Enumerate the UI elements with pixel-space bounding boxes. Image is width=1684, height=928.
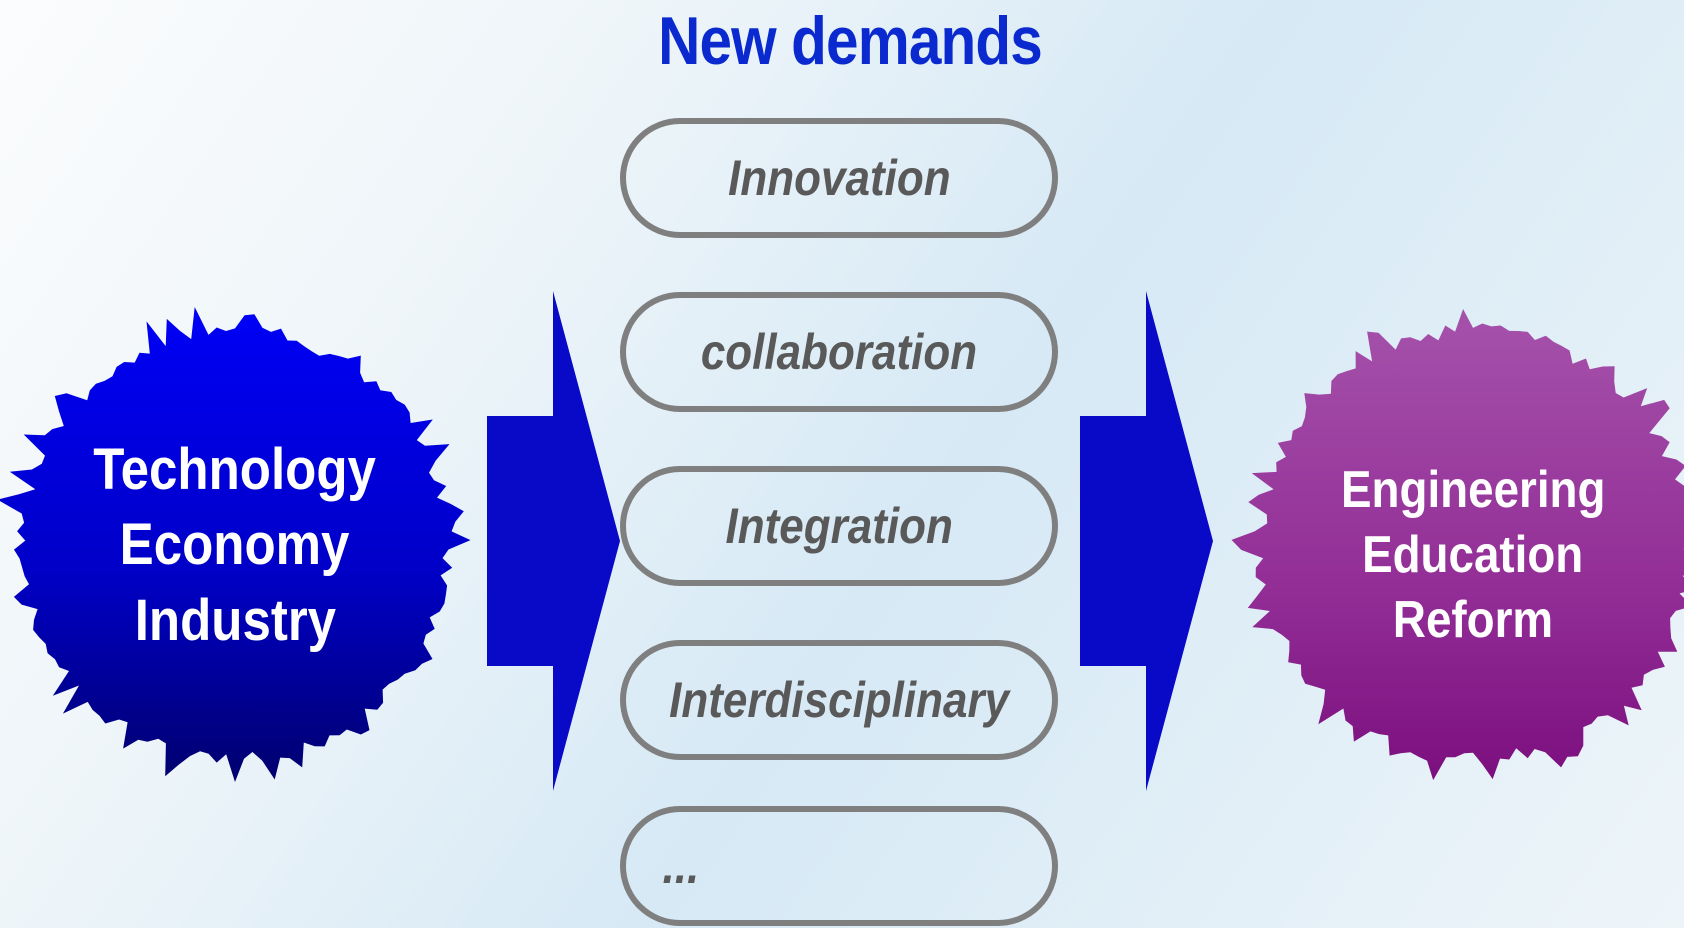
demand-label: Integration bbox=[725, 498, 953, 554]
left-blob-text: Technology Economy Industry bbox=[30, 360, 440, 730]
demand-pill-more: ... bbox=[620, 806, 1058, 926]
demand-label: collaboration bbox=[700, 324, 978, 380]
right-blob-line-engineering: Engineering bbox=[1340, 460, 1606, 519]
demand-pill-collaboration: collaboration bbox=[620, 292, 1058, 412]
demand-pill-innovation: Innovation bbox=[620, 118, 1058, 238]
left-splat-shape bbox=[0, 307, 471, 782]
demand-label: ... bbox=[662, 838, 700, 894]
right-arrow bbox=[1080, 291, 1213, 791]
demand-label: Interdisciplinary bbox=[669, 672, 1009, 728]
right-blob-line-reform: Reform bbox=[1392, 590, 1554, 649]
demand-pill-interdisciplinary: Interdisciplinary bbox=[620, 640, 1058, 760]
left-blob-line-economy: Economy bbox=[120, 512, 350, 578]
demand-pill-integration: Integration bbox=[620, 466, 1058, 586]
demand-label: Innovation bbox=[727, 150, 951, 206]
right-blob-text: Engineering Education Reform bbox=[1268, 380, 1678, 730]
right-splat-shape bbox=[1231, 309, 1684, 781]
left-blob-line-industry: Industry bbox=[134, 587, 336, 653]
right-blob-line-education: Education bbox=[1362, 525, 1584, 584]
page-title: New demands bbox=[658, 3, 1043, 79]
left-blob-line-technology: Technology bbox=[93, 436, 377, 502]
left-arrow bbox=[487, 291, 620, 791]
